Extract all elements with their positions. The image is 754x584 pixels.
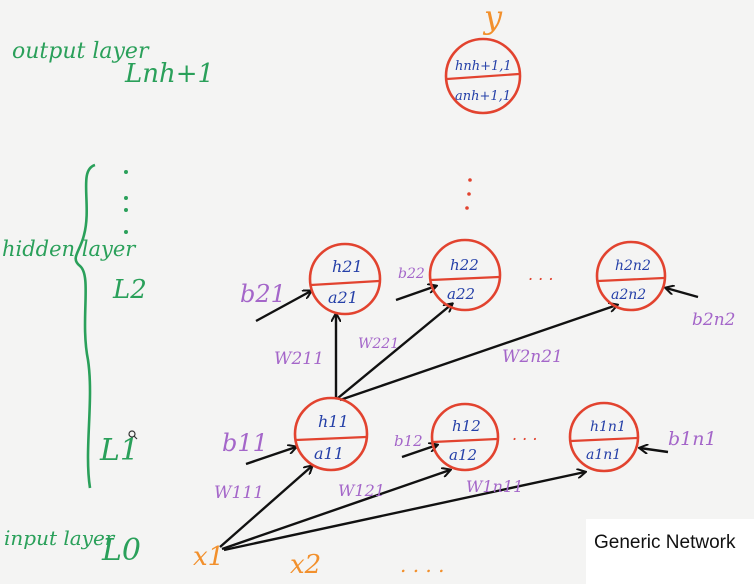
edge-x1-h11 (219, 466, 312, 548)
hidden-layer-name: hidden layer (2, 237, 137, 261)
neuron-h11-a: a11 (314, 444, 344, 463)
neuron-h21-a: a21 (328, 288, 358, 307)
neuron-h22-a: a22 (447, 285, 475, 303)
weight-label-w111: W111 (214, 483, 264, 503)
neuron-h21: h21 a21 (308, 242, 382, 316)
bias-label-b1n1: b1n1 (668, 428, 717, 450)
output-neuron-h: hnh+1,1 (455, 59, 512, 74)
bias-label-b11: b11 (222, 429, 268, 457)
bias-arrow-b11 (245, 447, 296, 466)
edge-h11-h22 (337, 304, 452, 399)
output-vertical-dots (465, 178, 472, 210)
caption-text: Generic Network (594, 532, 736, 553)
weight-label-w221: W221 (358, 336, 399, 352)
neuron-h11-h: h11 (318, 412, 349, 431)
layer1-ellipsis: . . . (512, 425, 537, 444)
caption-box: Generic Network (586, 519, 754, 584)
edge-x1-h1n1 (223, 472, 585, 552)
layer1-edges (336, 304, 617, 402)
neuron-h22-h: h22 (450, 256, 479, 274)
output-layer-symbol: Lnh+1 (124, 59, 214, 89)
neuron-h1n1: h1n1 a1n1 (568, 401, 640, 473)
output-neuron: hnh+1,1 anh+1,1 (444, 37, 522, 115)
neuron-h12-h: h12 (452, 417, 481, 435)
input-label-x1: x1 (193, 542, 224, 572)
neuron-h12: h12 a12 (430, 402, 500, 472)
output-neuron-a: anh+1,1 (455, 89, 511, 104)
neuron-h2n2: h2n2 a2n2 (595, 240, 667, 312)
bias-arrow-b21 (255, 291, 311, 323)
bias-label-b2n2: b2n2 (692, 310, 735, 330)
cursor-icon (128, 430, 138, 440)
bias-label-b22: b22 (398, 266, 425, 282)
bias-arrow-b22 (395, 286, 436, 302)
neuron-h12-a: a12 (449, 446, 477, 464)
neuron-h1n1-h: h1n1 (590, 419, 626, 435)
input-label-x2: x2 (290, 550, 321, 580)
hidden-layer-1-symbol: L1 (99, 433, 139, 468)
weight-label-w2n21: W2n21 (502, 347, 563, 367)
input-edges (219, 466, 585, 552)
input-labels: x1 x2 . . . . (193, 542, 445, 580)
output-layer-name: output layer (12, 39, 150, 64)
bias-arrow-b2n2 (666, 288, 699, 299)
weight-label-w1n11: W1n11 (466, 477, 523, 496)
hidden-vertical-dots (124, 170, 128, 234)
bias-label-b12: b12 (394, 432, 423, 450)
layer-labels: output layer Lnh+1 hidden layer L2 L1 in… (2, 39, 214, 568)
bias-arrow-b12 (401, 445, 437, 459)
edge-h11-h2n2 (339, 305, 617, 402)
hidden-layer-brace (74, 163, 96, 489)
input-layer-symbol: L0 (101, 533, 141, 568)
weight-labels: W211 W221 W2n21 W111 W121 W1n11 (214, 336, 563, 503)
hidden-layer-2-symbol: L2 (112, 275, 147, 305)
bias-arrows (245, 286, 699, 466)
layer2-ellipsis: . . . (528, 265, 553, 284)
neuron-h1n1-a: a1n1 (586, 447, 621, 463)
neuron-h11: h11 a11 (293, 396, 369, 472)
edge-x1-h12 (221, 470, 450, 551)
bias-label-b21: b21 (240, 280, 286, 308)
weight-label-w211: W211 (274, 349, 324, 369)
bias-arrow-b1n1 (640, 448, 669, 452)
input-ellipsis: . . . . (400, 553, 445, 577)
output-label-y: y (482, 0, 503, 36)
weight-label-w121: W121 (338, 481, 385, 500)
neuron-h2n2-h: h2n2 (615, 258, 651, 274)
input-layer-name: input layer (4, 526, 116, 550)
bias-labels: b21 b22 b2n2 b11 b12 b1n1 (222, 266, 735, 457)
neuron-h22: h22 a22 (428, 238, 502, 312)
neuron-h2n2-a: a2n2 (611, 287, 646, 303)
neuron-h21-h: h21 (332, 257, 363, 276)
